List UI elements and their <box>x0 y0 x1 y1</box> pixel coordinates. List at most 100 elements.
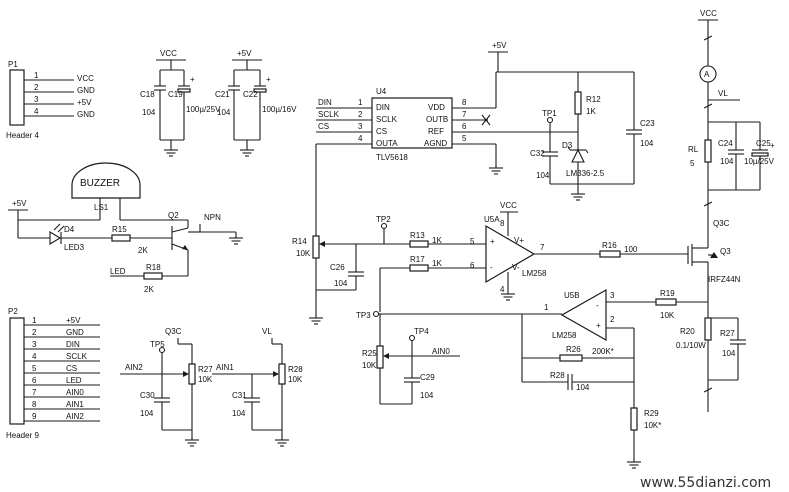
r27-ref: R27 <box>198 365 213 374</box>
u5b-part: LM258 <box>552 331 577 340</box>
d3-part: LM336-2.5 <box>566 169 605 178</box>
u4-pin-vdd: VDD <box>428 103 445 112</box>
r25-ref: R25 <box>362 349 377 358</box>
r28b-val: 104 <box>576 383 590 392</box>
c25-ref: C25 <box>756 139 771 148</box>
p1-net: VCC <box>77 74 94 83</box>
u4-num: 1 <box>358 98 363 107</box>
c32-val: 104 <box>536 171 550 180</box>
p2-pin: 7 <box>32 388 37 397</box>
u4-pin-outb: OUTB <box>426 115 448 124</box>
ain-dividers: Q3C R27 10K AIN2 TP5 C30 104 VL R28 10K … <box>120 327 303 447</box>
c22-plus: + <box>266 75 271 84</box>
r19-val: 10K <box>660 311 675 320</box>
r14-ref: R14 <box>292 237 307 246</box>
u5a-pin7: 7 <box>540 243 545 252</box>
c21-ref: C21 <box>215 90 230 99</box>
r14-val: 10K <box>296 249 311 258</box>
u4-pin-agnd: AGND <box>424 139 447 148</box>
u4-num: 4 <box>358 134 363 143</box>
q2-ref: Q2 <box>168 211 179 220</box>
c24-ref: C24 <box>718 139 733 148</box>
u5a-part: LM258 <box>522 269 547 278</box>
u4-part: TLV5618 <box>376 153 408 162</box>
p2-pin: 6 <box>32 376 37 385</box>
d4-part: LED3 <box>64 243 85 252</box>
u4-ref: U4 <box>376 87 387 96</box>
r16-val: 100 <box>624 245 638 254</box>
q3c-net-top: Q3C <box>713 219 730 228</box>
buzzer-label: BUZZER <box>80 178 120 189</box>
c32-ref: C32 <box>530 149 545 158</box>
p1-ref: P1 <box>8 60 18 69</box>
p2-net: DIN <box>66 340 80 349</box>
d3-ref: D3 <box>562 141 573 150</box>
c29-ref: C29 <box>420 373 435 382</box>
u5a-minus: - <box>490 263 493 272</box>
connector-p2: P2 1 2 3 4 5 6 7 8 9 +5V GND DIN SCLK CS… <box>6 307 100 440</box>
r29-val: 10K* <box>644 421 661 430</box>
q2-type: NPN <box>204 213 221 222</box>
r19-ref: R19 <box>660 289 675 298</box>
vcc-5v: +5V <box>12 199 27 208</box>
r15-ref: R15 <box>112 225 127 234</box>
opamp-u5a: + - V+ V- U5A LM258 VCC 8 4 5 6 7 R16 10… <box>292 201 688 325</box>
r17-val: 1K <box>432 259 442 268</box>
p2-pin: 3 <box>32 340 37 349</box>
u4-num: 7 <box>462 110 467 119</box>
c30-val: 104 <box>140 409 154 418</box>
p2-net: AIN0 <box>66 388 84 397</box>
net-cs: CS <box>318 122 329 131</box>
c23-val: 104 <box>640 139 654 148</box>
u4-pin-din: DIN <box>376 103 390 112</box>
r18-ref: R18 <box>146 263 161 272</box>
r16-ref: R16 <box>602 241 617 250</box>
watermark: www.55dianzi.com <box>640 475 771 491</box>
net-sclk: SCLK <box>318 110 340 119</box>
p1-pin: 3 <box>34 95 39 104</box>
r13-val: 1K <box>432 236 442 245</box>
c19-plus: + <box>190 75 195 84</box>
c26-val: 104 <box>334 279 348 288</box>
u5a-ref: U5A <box>484 215 500 224</box>
ain2-net: AIN2 <box>125 363 143 372</box>
p2-ref: P2 <box>8 307 18 316</box>
c26-ref: C26 <box>330 263 345 272</box>
p2-net: LED <box>66 376 82 385</box>
r18-val: 2K <box>144 285 154 294</box>
u5a-pin5: 5 <box>470 237 475 246</box>
c21-vcc: +5V <box>237 49 252 58</box>
u4-num: 6 <box>462 122 467 131</box>
supply-decoupling: VCC + C18 104 C19 100µ/25V +5V + <box>140 49 297 157</box>
p1-name: Header 4 <box>6 131 39 140</box>
c31-val: 104 <box>232 409 246 418</box>
r12-val: 1K <box>586 107 596 116</box>
c19-ref: C19 <box>168 90 183 99</box>
u5a-pin8: 8 <box>500 219 505 228</box>
c31-ref: C31 <box>232 391 247 400</box>
tp1-ref: TP1 <box>542 109 557 118</box>
u5a-pin6: 6 <box>470 261 475 270</box>
opamp-u5b: - + U5B LM258 1 3 2 R19 10K R20 0.1/10W … <box>356 288 746 469</box>
u5a-plus: + <box>490 237 495 246</box>
tp3-ref: TP3 <box>356 311 371 320</box>
u5b-pin2: 2 <box>610 315 615 324</box>
r27-val: 10K <box>198 375 213 384</box>
c22-ref: C22 <box>243 90 258 99</box>
u4-num: 3 <box>358 122 363 131</box>
c22-val: 100µ/16V <box>262 105 297 114</box>
p2-name: Header 9 <box>6 431 39 440</box>
r26-ref: R26 <box>566 345 581 354</box>
c21-val: 104 <box>217 108 231 117</box>
c18-val: 104 <box>142 108 156 117</box>
vl-net-top: VL <box>718 89 728 98</box>
mosfet-q3-load: Q3 IRFZ44N Q3C VCC A VL RL 5 C24 104 + C… <box>687 9 775 296</box>
ain1-net: AIN1 <box>216 363 234 372</box>
u5a-pin4: 4 <box>500 285 505 294</box>
p1-net: GND <box>77 110 95 119</box>
q3-part: IRFZ44N <box>708 275 741 284</box>
u4-pin-ref: REF <box>428 127 444 136</box>
ls1-ref: LS1 <box>94 203 109 212</box>
connector-p1: P1 1 2 3 4 VCC GND +5V GND Header 4 <box>6 60 95 140</box>
